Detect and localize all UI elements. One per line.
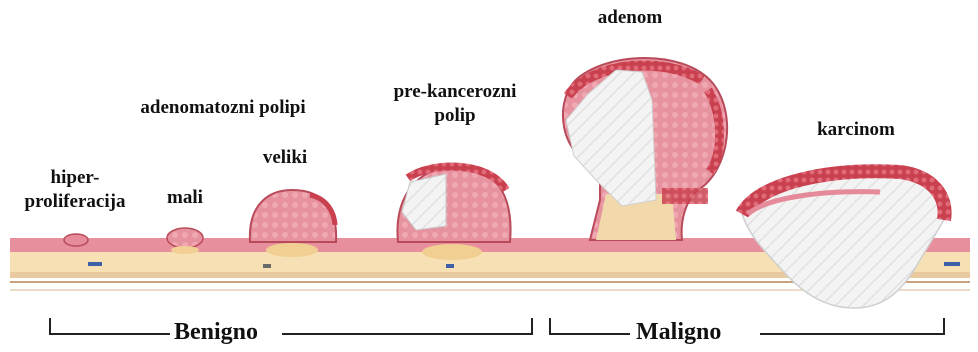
label-karcinom: karcinom <box>796 118 916 142</box>
adenoma <box>563 58 727 240</box>
label-adenomatozni-polipi: adenomatozni polipi <box>108 96 338 120</box>
label-benigno: Benigno <box>174 318 258 346</box>
label-hiperproliferacija-line1: hiper- <box>0 166 150 190</box>
label-pre-kancerozni-polip: pre-kancerozni polip <box>360 80 550 128</box>
benign-bracket <box>50 318 532 334</box>
label-maligno: Maligno <box>636 318 721 346</box>
label-hiperproliferacija-line2: proliferacija <box>0 190 150 214</box>
label-adenom: adenom <box>580 6 680 30</box>
malignant-bracket <box>550 318 944 334</box>
label-hiperproliferacija: hiper- proliferacija <box>0 166 150 214</box>
small-polyp <box>167 228 203 254</box>
carcinoma <box>742 171 960 308</box>
label-veliki: veliki <box>240 146 330 170</box>
label-pre-kancerozni-line1: pre-kancerozni <box>360 80 550 104</box>
label-pre-kancerozni-line2: polip <box>360 104 550 128</box>
label-mali: mali <box>150 186 220 210</box>
